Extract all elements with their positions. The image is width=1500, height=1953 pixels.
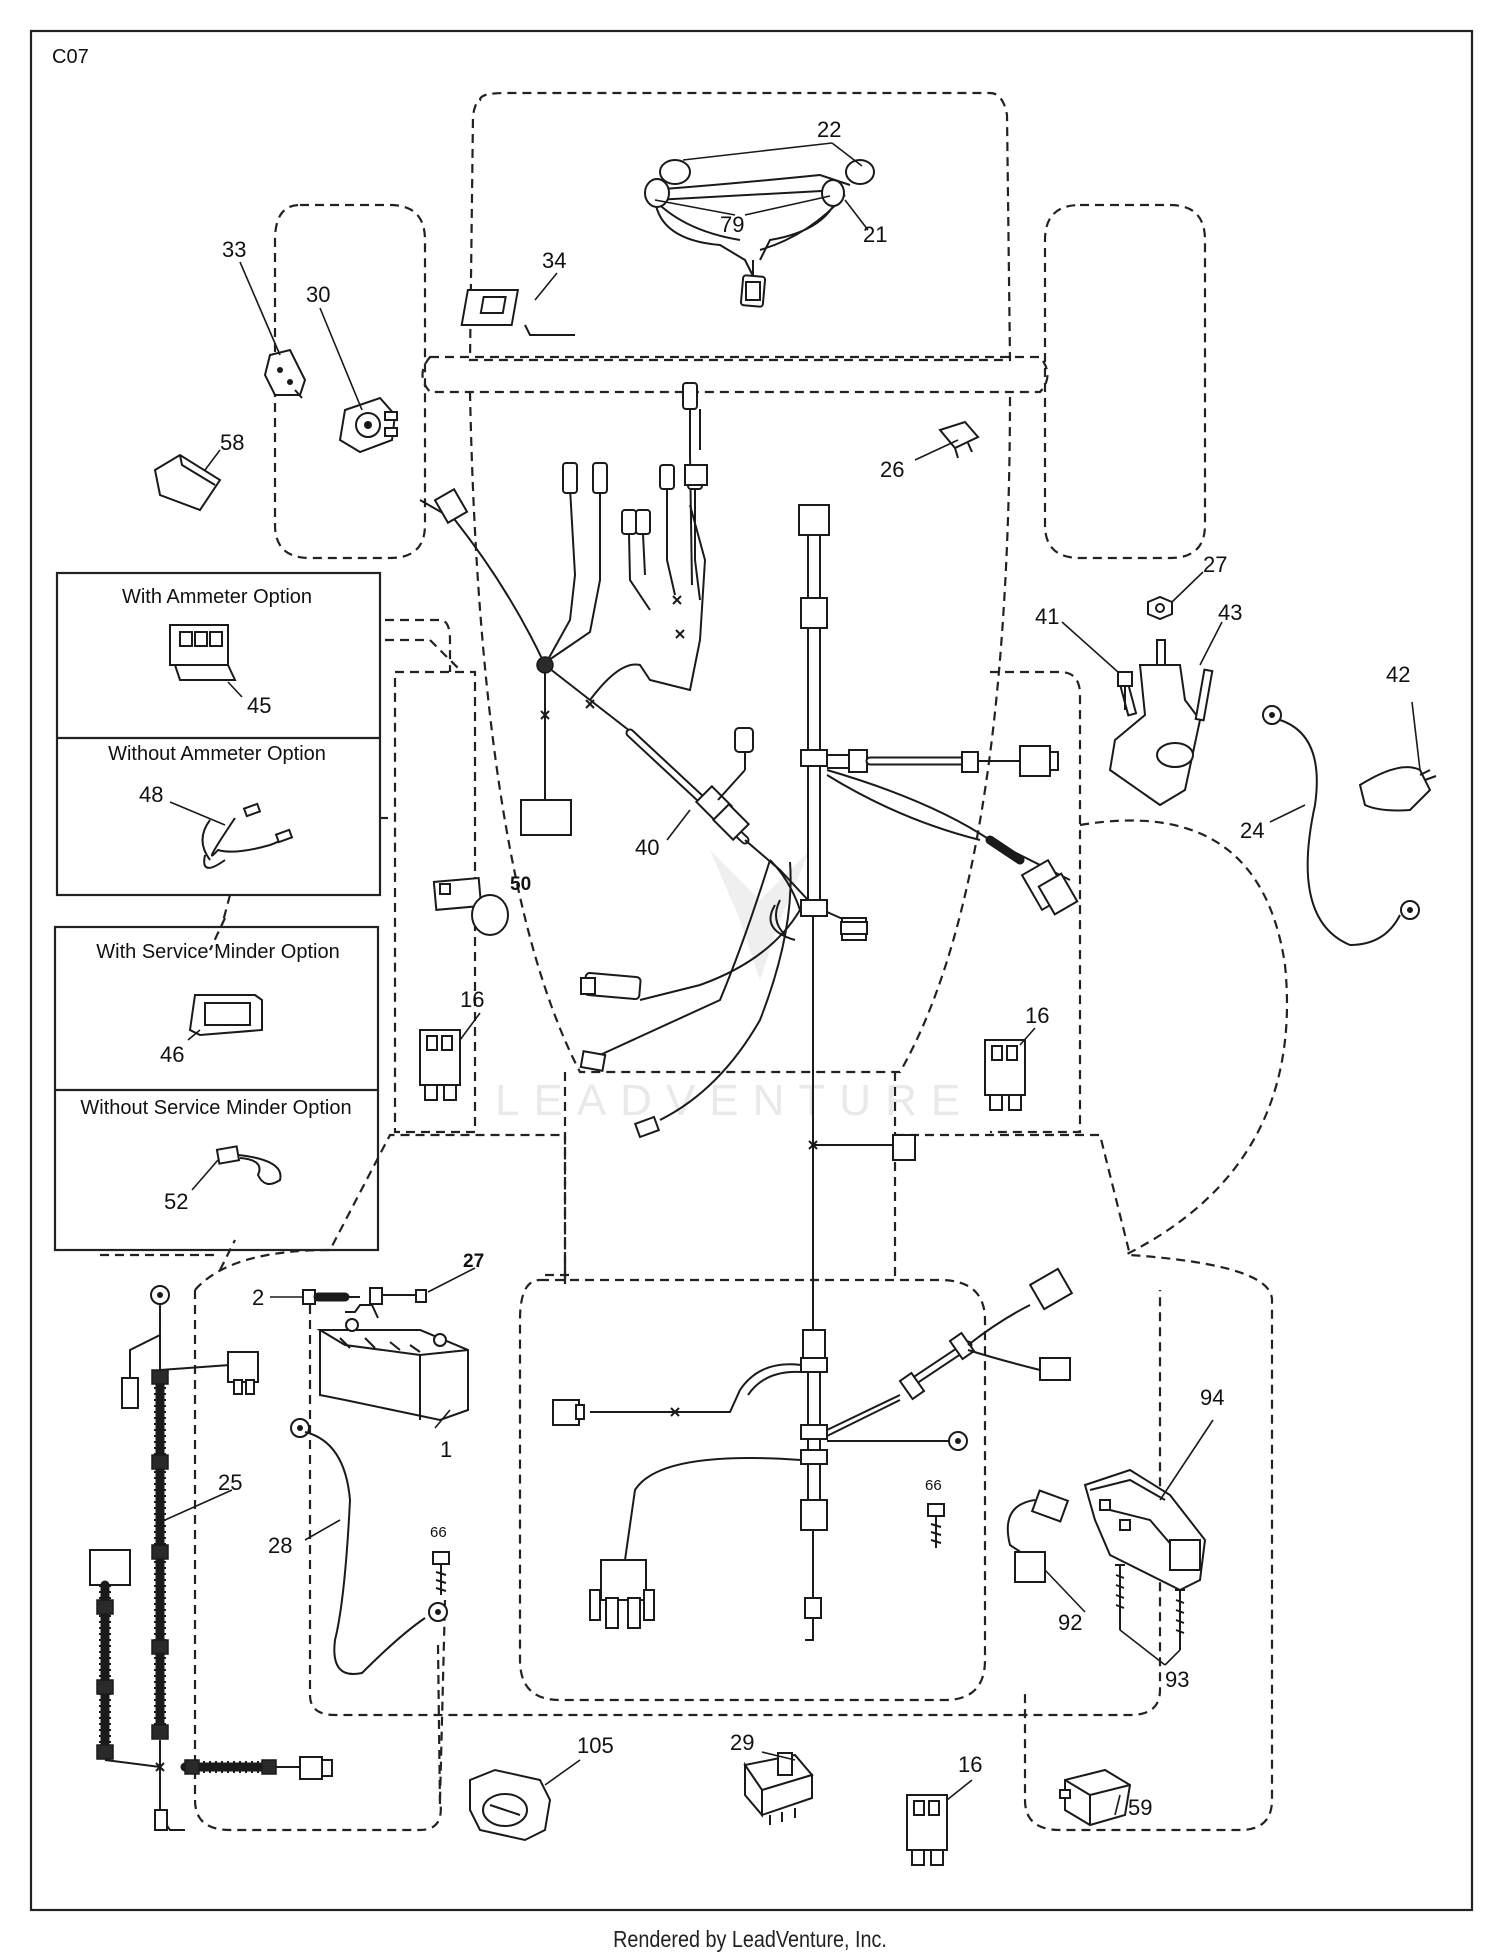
- footer-credit: Rendered by LeadVenture, Inc.: [613, 1926, 887, 1952]
- switch-105: [469, 1768, 552, 1842]
- main-harness: [419, 382, 1079, 1641]
- headlight-harness: [644, 159, 875, 308]
- callout-48: 48: [139, 782, 163, 807]
- bolt-66-right: [927, 1503, 945, 1548]
- callout-59: 59: [1128, 1795, 1152, 1820]
- connector-16-left: [419, 1029, 461, 1101]
- callout-16-bottom: 16: [958, 1752, 982, 1777]
- leader-lines: [164, 142, 1421, 1816]
- diagram-frame: [29, 29, 1474, 1912]
- watermark: LEADVENTURE: [495, 850, 974, 1125]
- callout-30: 30: [306, 282, 330, 307]
- part-29: [743, 1752, 814, 1825]
- bolt-2: [302, 1289, 360, 1305]
- callout-92: 92: [1058, 1610, 1082, 1635]
- callout-66-right: 66: [925, 1477, 942, 1494]
- callout-66-left: 66: [430, 1524, 447, 1541]
- callout-27: 27: [1203, 552, 1227, 577]
- callout-52: 52: [164, 1189, 188, 1214]
- connector-mid: [892, 1134, 916, 1161]
- battery-1: [316, 1304, 469, 1422]
- caption-with-service-minder: With Service Minder Option: [96, 941, 339, 963]
- harness-junction: [536, 656, 554, 674]
- callout-26: 26: [880, 457, 904, 482]
- rear-harness-25: [89, 1285, 333, 1831]
- ammeter-45: [169, 624, 237, 681]
- bolt-66-left: [432, 1551, 450, 1595]
- bulb-right: [845, 159, 875, 185]
- caption-without-ammeter: Without Ammeter Option: [108, 743, 326, 765]
- connector-16-right: [984, 1039, 1026, 1111]
- part-58: [153, 453, 222, 512]
- jumper-52: [215, 1145, 282, 1185]
- callout-34: 34: [542, 248, 566, 273]
- callout-22: 22: [817, 117, 841, 142]
- callout-2: 2: [252, 1285, 264, 1310]
- callout-79: 79: [720, 212, 744, 237]
- connector-16-bottom: [906, 1794, 948, 1866]
- connector-top: [798, 504, 830, 536]
- callout-21: 21: [863, 222, 887, 247]
- svg-text:LEADVENTURE: LEADVENTURE: [495, 1076, 974, 1125]
- callout-numbers: 22 79 21 34 33 30 58 26 27 41 43 42 24 4…: [139, 117, 1410, 1820]
- relay-59: [1059, 1768, 1132, 1827]
- callout-27-battery: 27: [463, 1251, 484, 1272]
- bulb-left: [659, 159, 691, 185]
- cable-28: [290, 1418, 448, 1676]
- terminal-boot-42: [1358, 766, 1437, 812]
- chassis-outline: [100, 91, 1289, 1832]
- callout-28: 28: [268, 1533, 292, 1558]
- callout-42: 42: [1386, 662, 1410, 687]
- fuse-26: [938, 420, 980, 459]
- part-50: [432, 876, 509, 936]
- jumper-48: [201, 802, 294, 869]
- callout-94: 94: [1200, 1385, 1224, 1410]
- switch-34: [460, 289, 575, 336]
- harness-box: [520, 799, 572, 836]
- callout-41: 41: [1035, 604, 1059, 629]
- callout-46: 46: [160, 1042, 184, 1067]
- service-minder-46: [188, 994, 263, 1037]
- callout-50: 50: [510, 874, 531, 895]
- caption-without-service-minder: Without Service Minder Option: [80, 1097, 351, 1119]
- callout-58: 58: [220, 430, 244, 455]
- diagram-code: C07: [52, 46, 89, 68]
- connector-92: [1006, 1489, 1070, 1583]
- callout-1: 1: [440, 1437, 452, 1462]
- callout-16-left: 16: [460, 987, 484, 1012]
- callout-33: 33: [222, 237, 246, 262]
- module-94: [1083, 1468, 1207, 1592]
- callout-93: 93: [1165, 1667, 1189, 1692]
- connector-right: [1019, 745, 1051, 777]
- callout-25: 25: [218, 1470, 242, 1495]
- option-captions: With Ammeter Option Without Ammeter Opti…: [80, 586, 351, 1119]
- callout-29: 29: [730, 1730, 754, 1755]
- cable-24: [1262, 705, 1420, 947]
- callout-24: 24: [1240, 818, 1264, 843]
- bolt-41: [1117, 671, 1133, 710]
- callout-105: 105: [577, 1733, 614, 1758]
- part-33: [263, 348, 307, 399]
- screws-93: [1115, 1564, 1185, 1650]
- callout-16-right: 16: [1025, 1003, 1049, 1028]
- callout-45: 45: [247, 693, 271, 718]
- callout-40: 40: [635, 835, 659, 860]
- callout-43: 43: [1218, 600, 1242, 625]
- option-panel: [53, 571, 388, 1252]
- ignition-switch-30: [338, 396, 398, 454]
- caption-with-ammeter: With Ammeter Option: [122, 586, 312, 608]
- nut-27: [369, 1287, 427, 1305]
